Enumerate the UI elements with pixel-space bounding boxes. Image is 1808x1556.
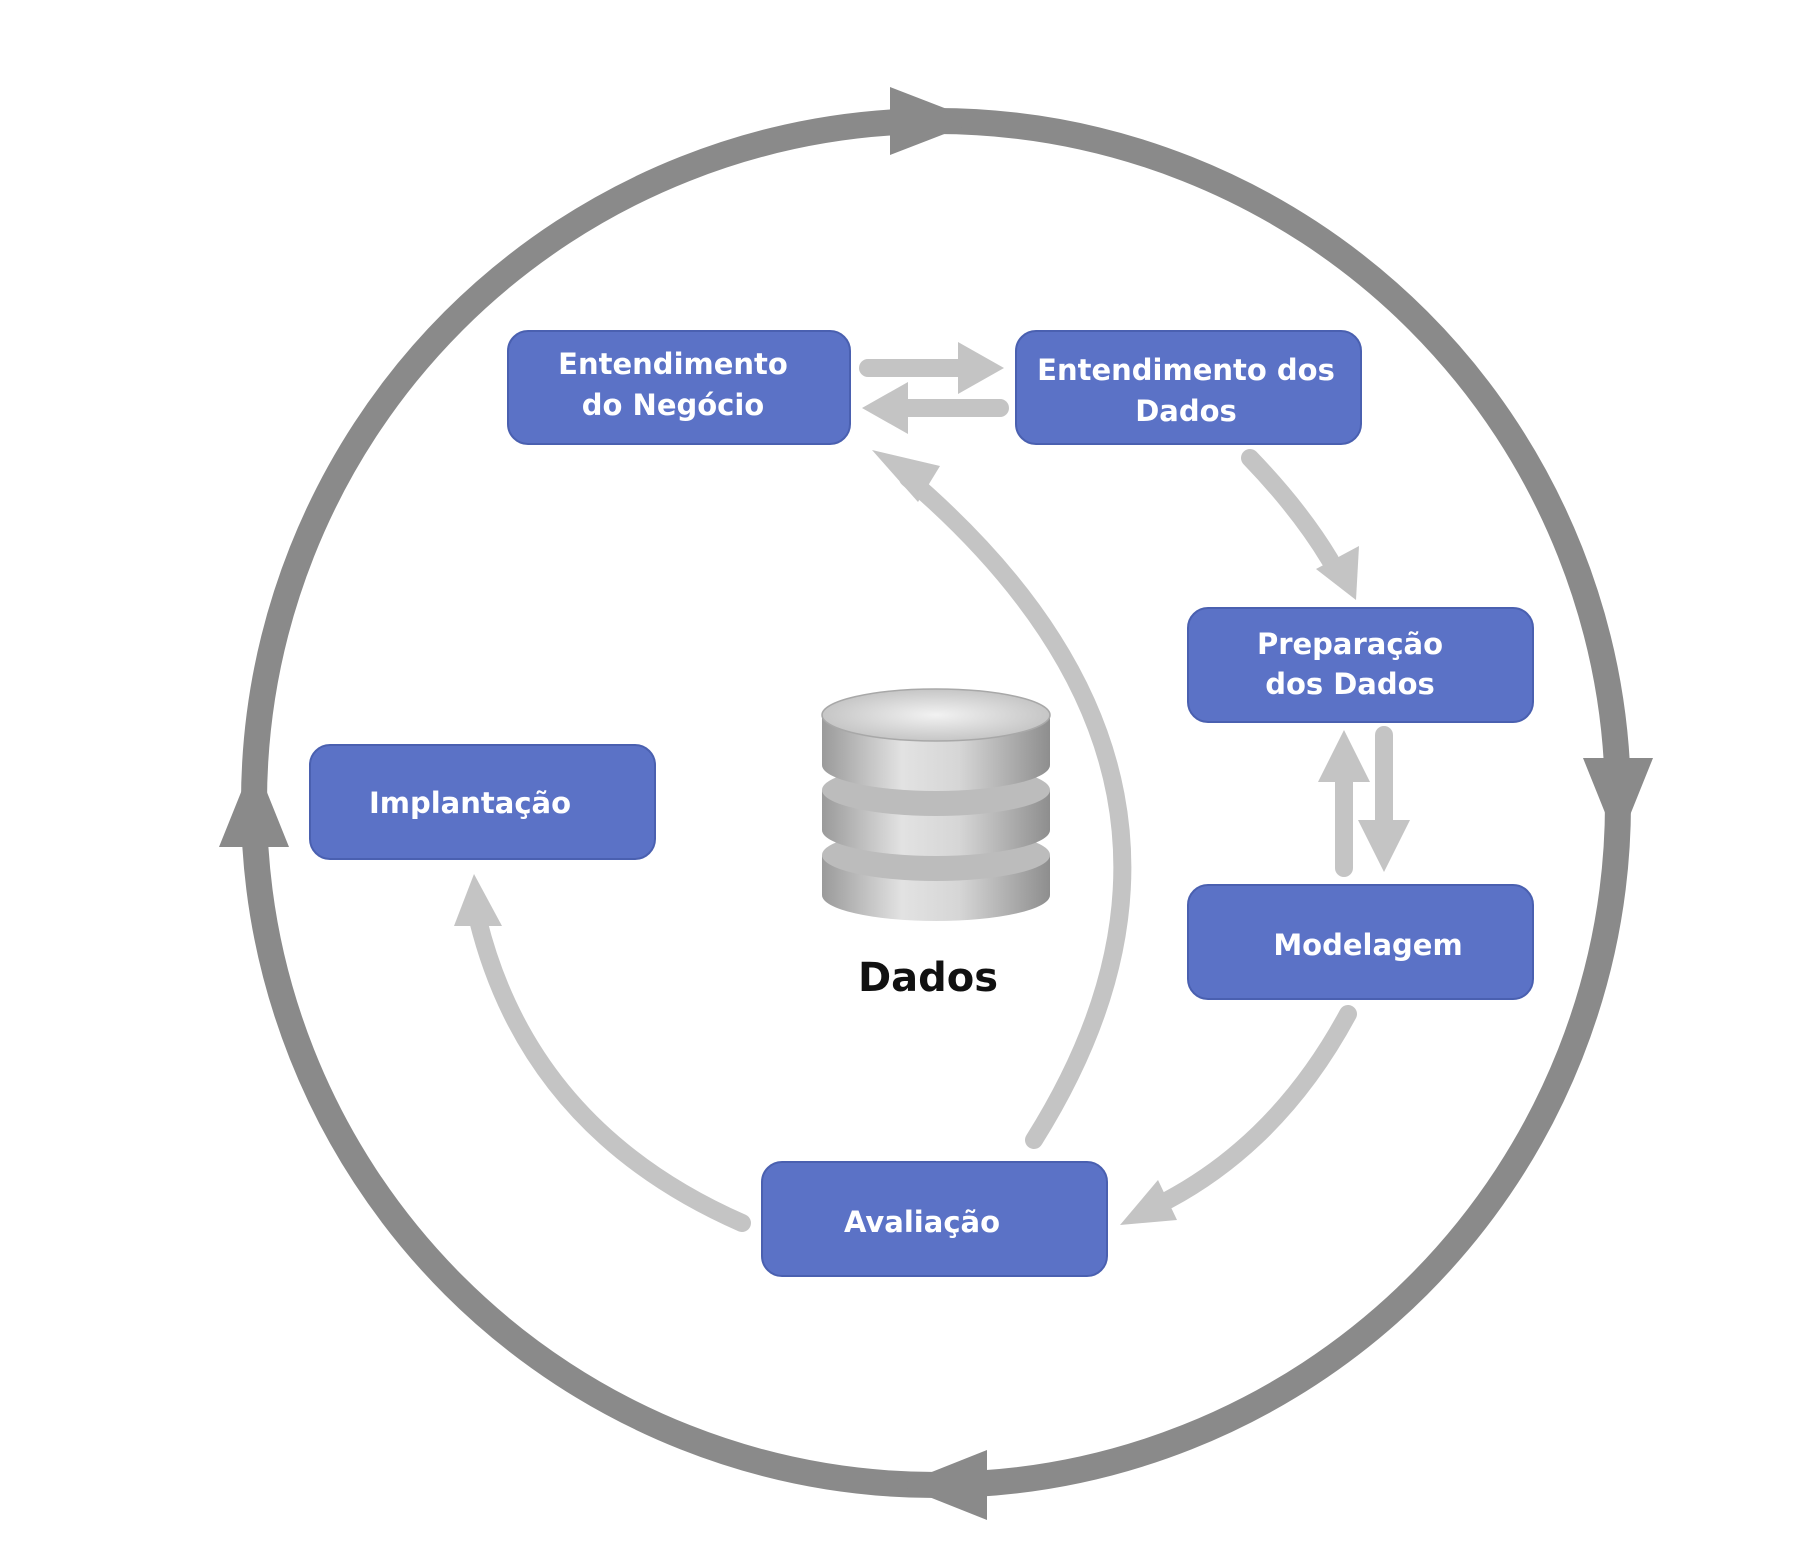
outer-cycle-arrow-top-icon: [890, 87, 978, 155]
phase-modeling: Modelagem: [1187, 884, 1534, 1000]
arrow-preparation-to-modeling-icon: [1358, 726, 1410, 872]
phase-business-understanding: Entendimento do Negócio: [507, 330, 851, 445]
outer-cycle-arrow-left-icon: [219, 760, 289, 847]
arrow-evaluation-to-business-icon: [872, 450, 1132, 1149]
arrow-business-to-data-understanding-icon: [859, 342, 1004, 394]
outer-cycle-arrow-right-icon: [1583, 758, 1653, 845]
database-icon: [821, 688, 1051, 921]
arrow-modeling-to-evaluation-icon: [1120, 1005, 1357, 1225]
phase-label-line1: Entendimento: [558, 347, 788, 381]
phase-box: [1187, 607, 1534, 723]
arrow-evaluation-to-deployment-icon: [454, 874, 751, 1232]
phase-evaluation: Avaliação: [761, 1161, 1108, 1277]
arrow-modeling-to-preparation-icon: [1318, 730, 1370, 877]
phase-box: [1015, 330, 1362, 445]
phase-label-line1: Preparação: [1257, 627, 1443, 661]
outer-cycle-arrow-bottom-icon: [899, 1450, 987, 1520]
phase-label-line2: Dados: [1135, 394, 1237, 428]
phase-data-preparation: Preparação dos Dados: [1187, 607, 1534, 723]
phase-label: Modelagem: [1273, 928, 1462, 962]
center-data-label: Dados: [858, 955, 998, 1001]
phase-box: [1187, 884, 1534, 1000]
phase-deployment: Implantação: [309, 744, 656, 860]
phase-box: [507, 330, 851, 445]
phase-box: [309, 744, 656, 860]
phase-label-line2: dos Dados: [1265, 667, 1435, 701]
phase-label: Implantação: [369, 786, 571, 820]
arrow-data-understanding-to-business-icon: [862, 382, 1009, 434]
inner-arrows: [454, 342, 1410, 1232]
phase-label-line2: do Negócio: [582, 388, 764, 422]
phase-label: Avaliação: [844, 1205, 1000, 1239]
arrow-data-understanding-to-preparation-icon: [1241, 449, 1359, 600]
phase-box: [761, 1161, 1108, 1277]
phase-data-understanding: Entendimento dos Dados: [1015, 330, 1362, 445]
phase-label-line1: Entendimento dos: [1037, 353, 1335, 387]
